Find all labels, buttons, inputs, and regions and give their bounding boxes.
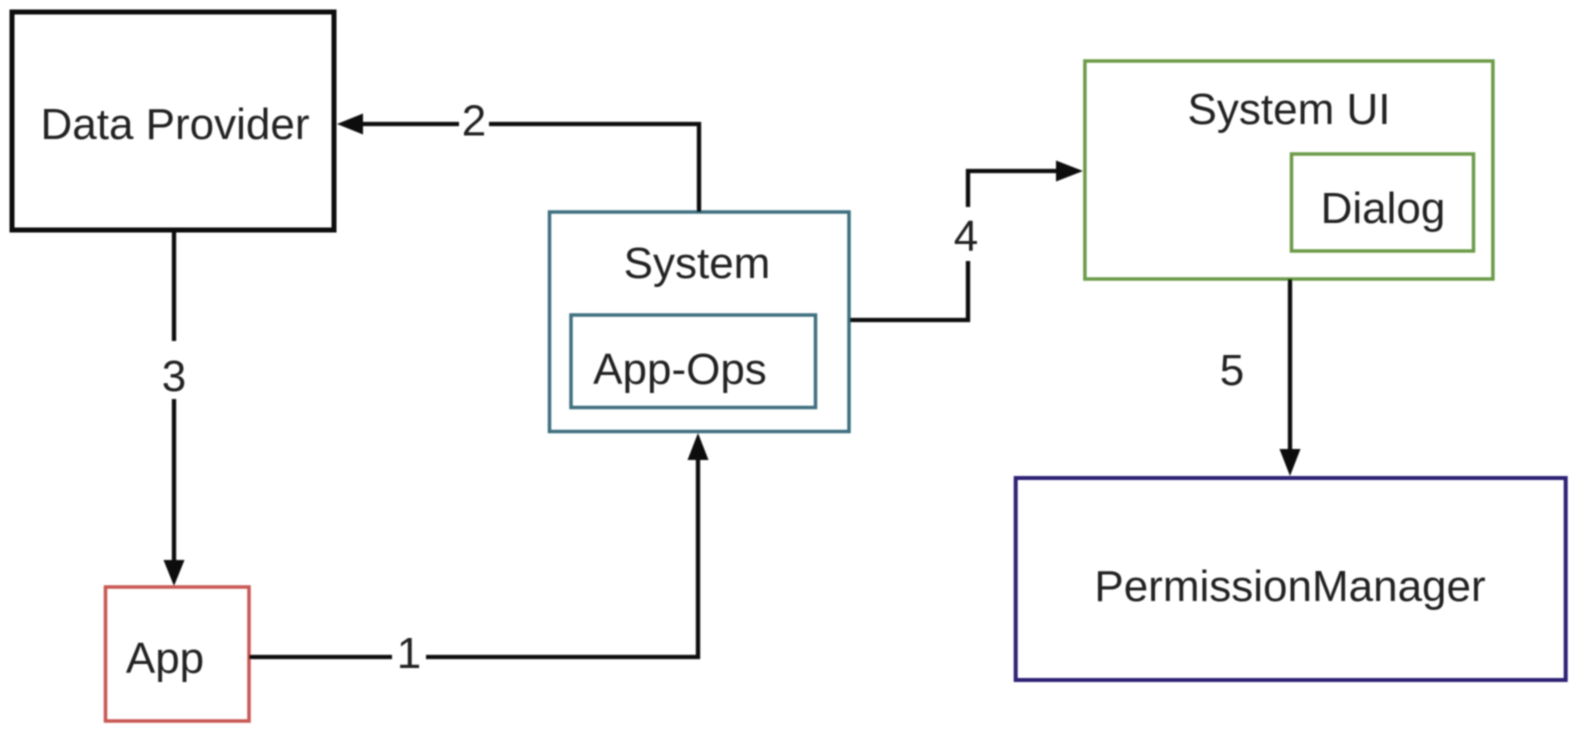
svg-text:4: 4 — [954, 212, 978, 261]
svg-text:Data Provider: Data Provider — [40, 100, 309, 149]
svg-text:App: App — [126, 634, 204, 683]
svg-text:App-Ops: App-Ops — [593, 345, 767, 394]
svg-text:System UI: System UI — [1188, 85, 1391, 134]
svg-text:Dialog: Dialog — [1321, 184, 1446, 233]
svg-text:5: 5 — [1220, 346, 1244, 395]
svg-text:2: 2 — [462, 97, 486, 146]
svg-text:System: System — [624, 239, 771, 288]
svg-text:PermissionManager: PermissionManager — [1094, 562, 1485, 611]
svg-text:3: 3 — [162, 352, 186, 401]
svg-text:1: 1 — [397, 629, 421, 678]
